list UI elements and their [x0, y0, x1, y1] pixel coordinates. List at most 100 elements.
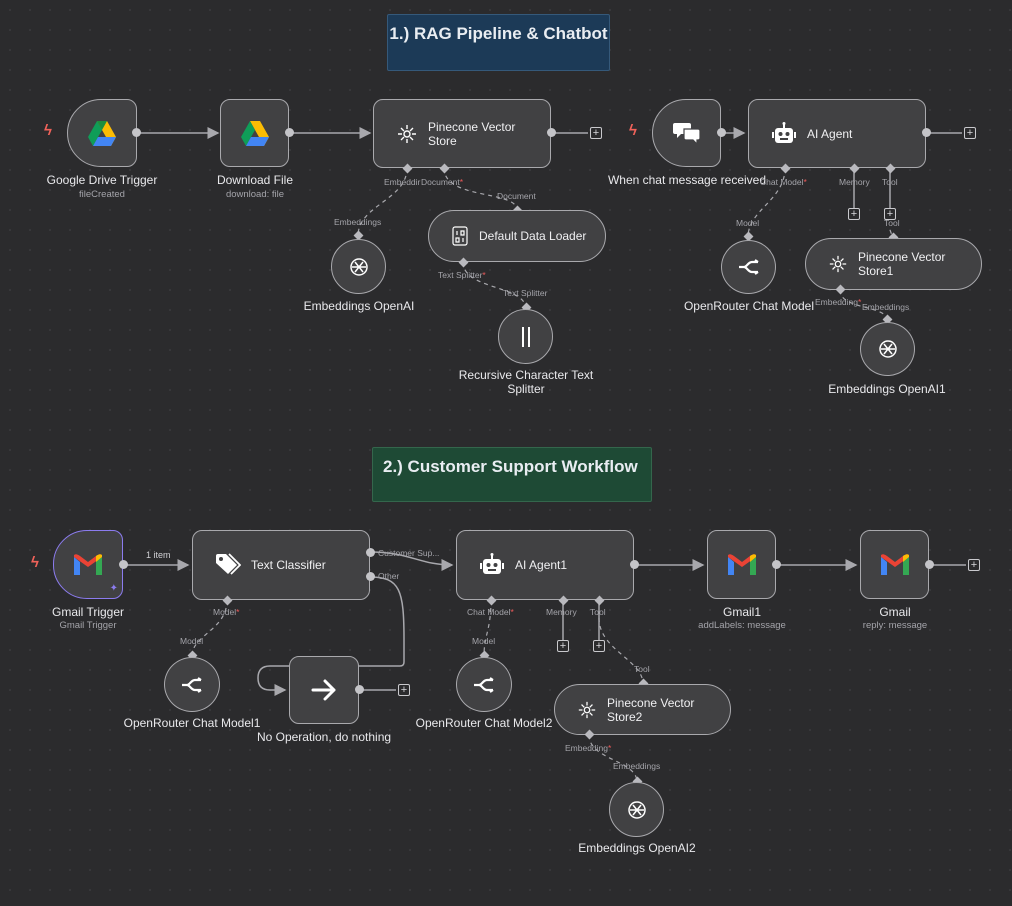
gmail-icon	[727, 554, 756, 575]
openrouter-icon	[474, 676, 494, 693]
output-handle-other[interactable]	[366, 572, 375, 581]
port-label: Model	[180, 636, 204, 646]
node-gmail[interactable]	[860, 530, 929, 599]
openrouter-icon	[182, 676, 202, 693]
output-handle[interactable]	[355, 685, 364, 694]
sticky-title: 2.) Customer Support Workflow	[383, 457, 638, 476]
node-subtitle: download: file	[225, 189, 285, 200]
port-label: Tool	[882, 177, 898, 187]
node-download-file[interactable]	[220, 99, 289, 167]
openai-icon	[349, 257, 368, 276]
output-handle-customer-support[interactable]	[366, 548, 375, 557]
port-label: Document	[497, 191, 536, 201]
node-embeddings-openai1[interactable]	[860, 322, 915, 376]
pin-icon: ✦	[109, 583, 118, 594]
node-label: OpenRouter Chat Model	[683, 299, 815, 313]
node-label: Text Classifier	[251, 558, 326, 572]
chat-bubbles-icon	[672, 123, 701, 145]
node-label: AI Agent	[807, 126, 853, 141]
gmail-icon	[880, 554, 909, 575]
node-no-operation[interactable]	[289, 656, 359, 724]
output-handle[interactable]	[547, 128, 556, 137]
gmail-icon	[74, 554, 102, 575]
node-openrouter-chat-model2[interactable]	[456, 657, 512, 712]
add-memory-button[interactable]: +	[557, 640, 569, 652]
add-node-button[interactable]: +	[590, 127, 602, 139]
node-label: Download File	[216, 173, 294, 187]
node-label: Pinecone Vector Store	[428, 119, 516, 148]
trigger-bolt-icon: ϟ	[31, 554, 39, 571]
port-label: Model	[736, 218, 760, 228]
node-label: Gmail	[879, 605, 911, 619]
add-tool-button[interactable]: +	[593, 640, 605, 652]
output-handle[interactable]	[119, 560, 128, 569]
add-tool-button[interactable]: +	[884, 208, 896, 220]
node-chat-trigger[interactable]	[652, 99, 721, 167]
port-label: Embedding*	[565, 743, 612, 753]
add-node-button[interactable]: +	[968, 559, 980, 571]
node-pinecone-vector-store[interactable]: Pinecone Vector Store	[373, 99, 551, 168]
node-subtitle: reply: message	[862, 620, 928, 631]
port-label: Tool	[590, 607, 606, 617]
node-openrouter-chat-model1[interactable]	[164, 657, 220, 712]
port-label: Customer Sup...	[378, 548, 440, 558]
add-memory-button[interactable]: +	[848, 208, 860, 220]
robot-icon	[772, 121, 796, 143]
arrow-right-icon	[311, 679, 336, 701]
node-ai-agent[interactable]: AI Agent	[748, 99, 926, 168]
node-subtitle: addLabels: message	[698, 620, 786, 631]
google-drive-icon	[88, 120, 116, 146]
add-node-button[interactable]: +	[964, 127, 976, 139]
port-label: Embedding*	[815, 297, 862, 307]
output-handle[interactable]	[717, 128, 726, 137]
node-default-data-loader[interactable]: Default Data Loader	[428, 210, 606, 262]
port-label: Memory	[546, 607, 577, 617]
port-label: Chat Model*	[760, 177, 807, 187]
sticky-note-rag[interactable]: 1.) RAG Pipeline & Chatbot	[387, 14, 610, 71]
node-recursive-text-splitter[interactable]	[498, 309, 553, 364]
node-google-drive-trigger[interactable]	[67, 99, 137, 167]
pinecone-icon	[578, 701, 596, 718]
node-embeddings-openai[interactable]	[331, 239, 386, 294]
node-label: OpenRouter Chat Model2	[415, 716, 553, 730]
node-text-classifier[interactable]: Text Classifier	[192, 530, 370, 600]
node-subtitle: fileCreated	[79, 189, 125, 200]
port-label: Model	[472, 636, 496, 646]
node-label: AI Agent1	[515, 558, 568, 572]
port-label: Embeddings	[613, 761, 661, 771]
tag-icon	[216, 553, 241, 575]
port-label: Tool	[634, 664, 650, 674]
robot-icon	[480, 553, 504, 574]
node-embeddings-openai2[interactable]	[609, 782, 664, 837]
output-handle[interactable]	[925, 560, 934, 569]
node-gmail-trigger[interactable]: ✦	[53, 530, 123, 599]
port-label: Text Splitter	[503, 288, 548, 298]
node-gmail1[interactable]	[707, 530, 776, 599]
node-label: Embeddings OpenAI	[303, 299, 415, 313]
sticky-note-support[interactable]: 2.) Customer Support Workflow	[372, 447, 652, 502]
output-handle[interactable]	[922, 128, 931, 137]
port-label: Chat Model*	[467, 607, 514, 617]
node-label: Pinecone Vector Store1	[858, 250, 946, 278]
node-ai-agent1[interactable]: AI Agent1	[456, 530, 634, 600]
node-label: Gmail Trigger	[51, 605, 125, 619]
port-label: Embeddings	[862, 302, 910, 312]
openai-icon	[878, 340, 897, 358]
edge-item-count: 1 item	[146, 550, 171, 560]
output-handle[interactable]	[285, 128, 294, 137]
output-handle[interactable]	[132, 128, 141, 137]
node-openrouter-chat-model[interactable]	[721, 240, 776, 294]
openrouter-icon	[738, 259, 759, 275]
node-pinecone-vector-store2[interactable]: Pinecone Vector Store2	[554, 684, 731, 735]
output-handle[interactable]	[630, 560, 639, 569]
edge-pinecone2-agent1	[598, 617, 644, 685]
sticky-title: 1.) RAG Pipeline & Chatbot	[389, 24, 608, 43]
add-node-button[interactable]: +	[398, 684, 410, 696]
node-label: Embeddings OpenAI2	[578, 841, 696, 855]
output-handle[interactable]	[772, 560, 781, 569]
google-drive-icon	[240, 120, 269, 146]
edge-loader-pinecone	[443, 167, 518, 211]
node-pinecone-vector-store1[interactable]: Pinecone Vector Store1	[805, 238, 982, 290]
node-label: Recursive Character Text Splitter	[458, 368, 594, 396]
